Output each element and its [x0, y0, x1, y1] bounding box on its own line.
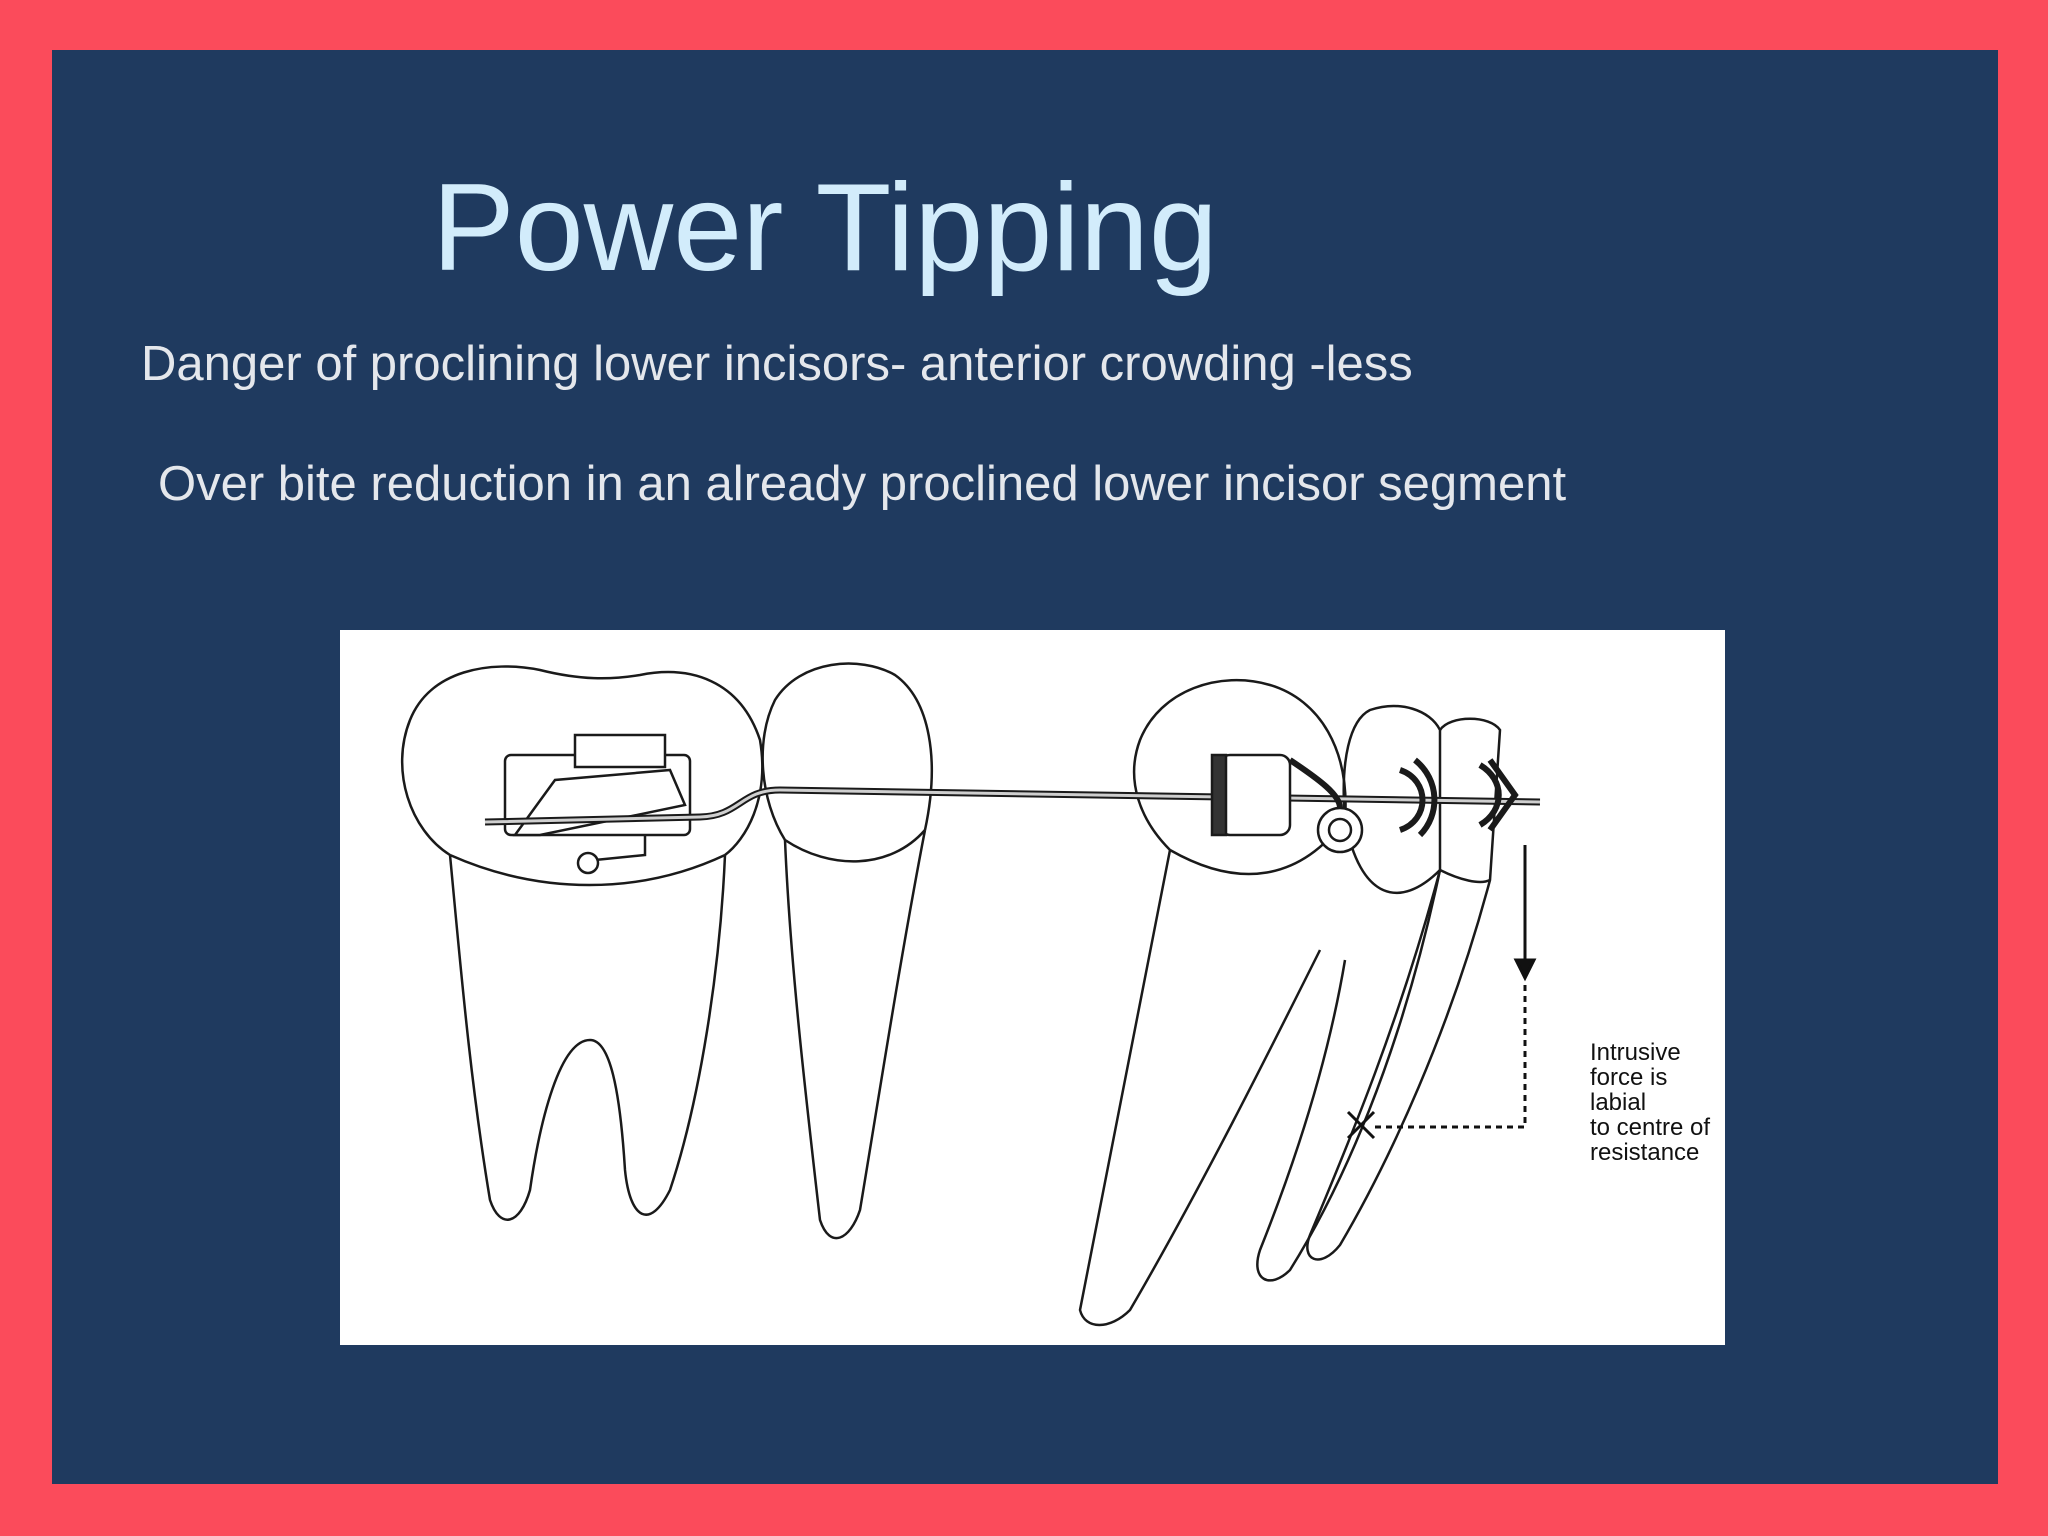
centre-of-resistance-mark — [1346, 1110, 1376, 1140]
tooth-diagram: Intrusive force is labial to centre of r… — [340, 630, 1725, 1345]
slide-title: Power Tipping — [432, 159, 1218, 297]
premolar-root — [783, 829, 927, 1240]
archwire-inner — [484, 788, 1541, 824]
bullet-text-1: Danger of proclining lower incisors- ant… — [141, 337, 1413, 391]
incisor-brackets — [1398, 757, 1519, 838]
force-annotation: Intrusive force is labial to centre of r… — [1590, 1039, 1711, 1166]
intrusive-force-arrow — [1513, 845, 1537, 982]
molar-roots — [448, 854, 727, 1221]
lateral-incisor — [1256, 704, 1442, 1282]
central-cej — [1439, 868, 1491, 884]
resistance-dashed-line — [1370, 985, 1527, 1129]
molar-tube — [503, 733, 692, 875]
premolar-cej — [784, 829, 926, 863]
tooth-illustration — [401, 662, 1541, 1327]
slide: Power Tipping Danger of proclining lower… — [52, 50, 1998, 1484]
canine-bracket — [1210, 753, 1364, 854]
premolar-crown — [761, 662, 933, 841]
bullet-text-2: Over bite reduction in an already procli… — [158, 457, 1567, 511]
molar-cej — [449, 853, 726, 887]
canine-root — [1078, 849, 1322, 1327]
